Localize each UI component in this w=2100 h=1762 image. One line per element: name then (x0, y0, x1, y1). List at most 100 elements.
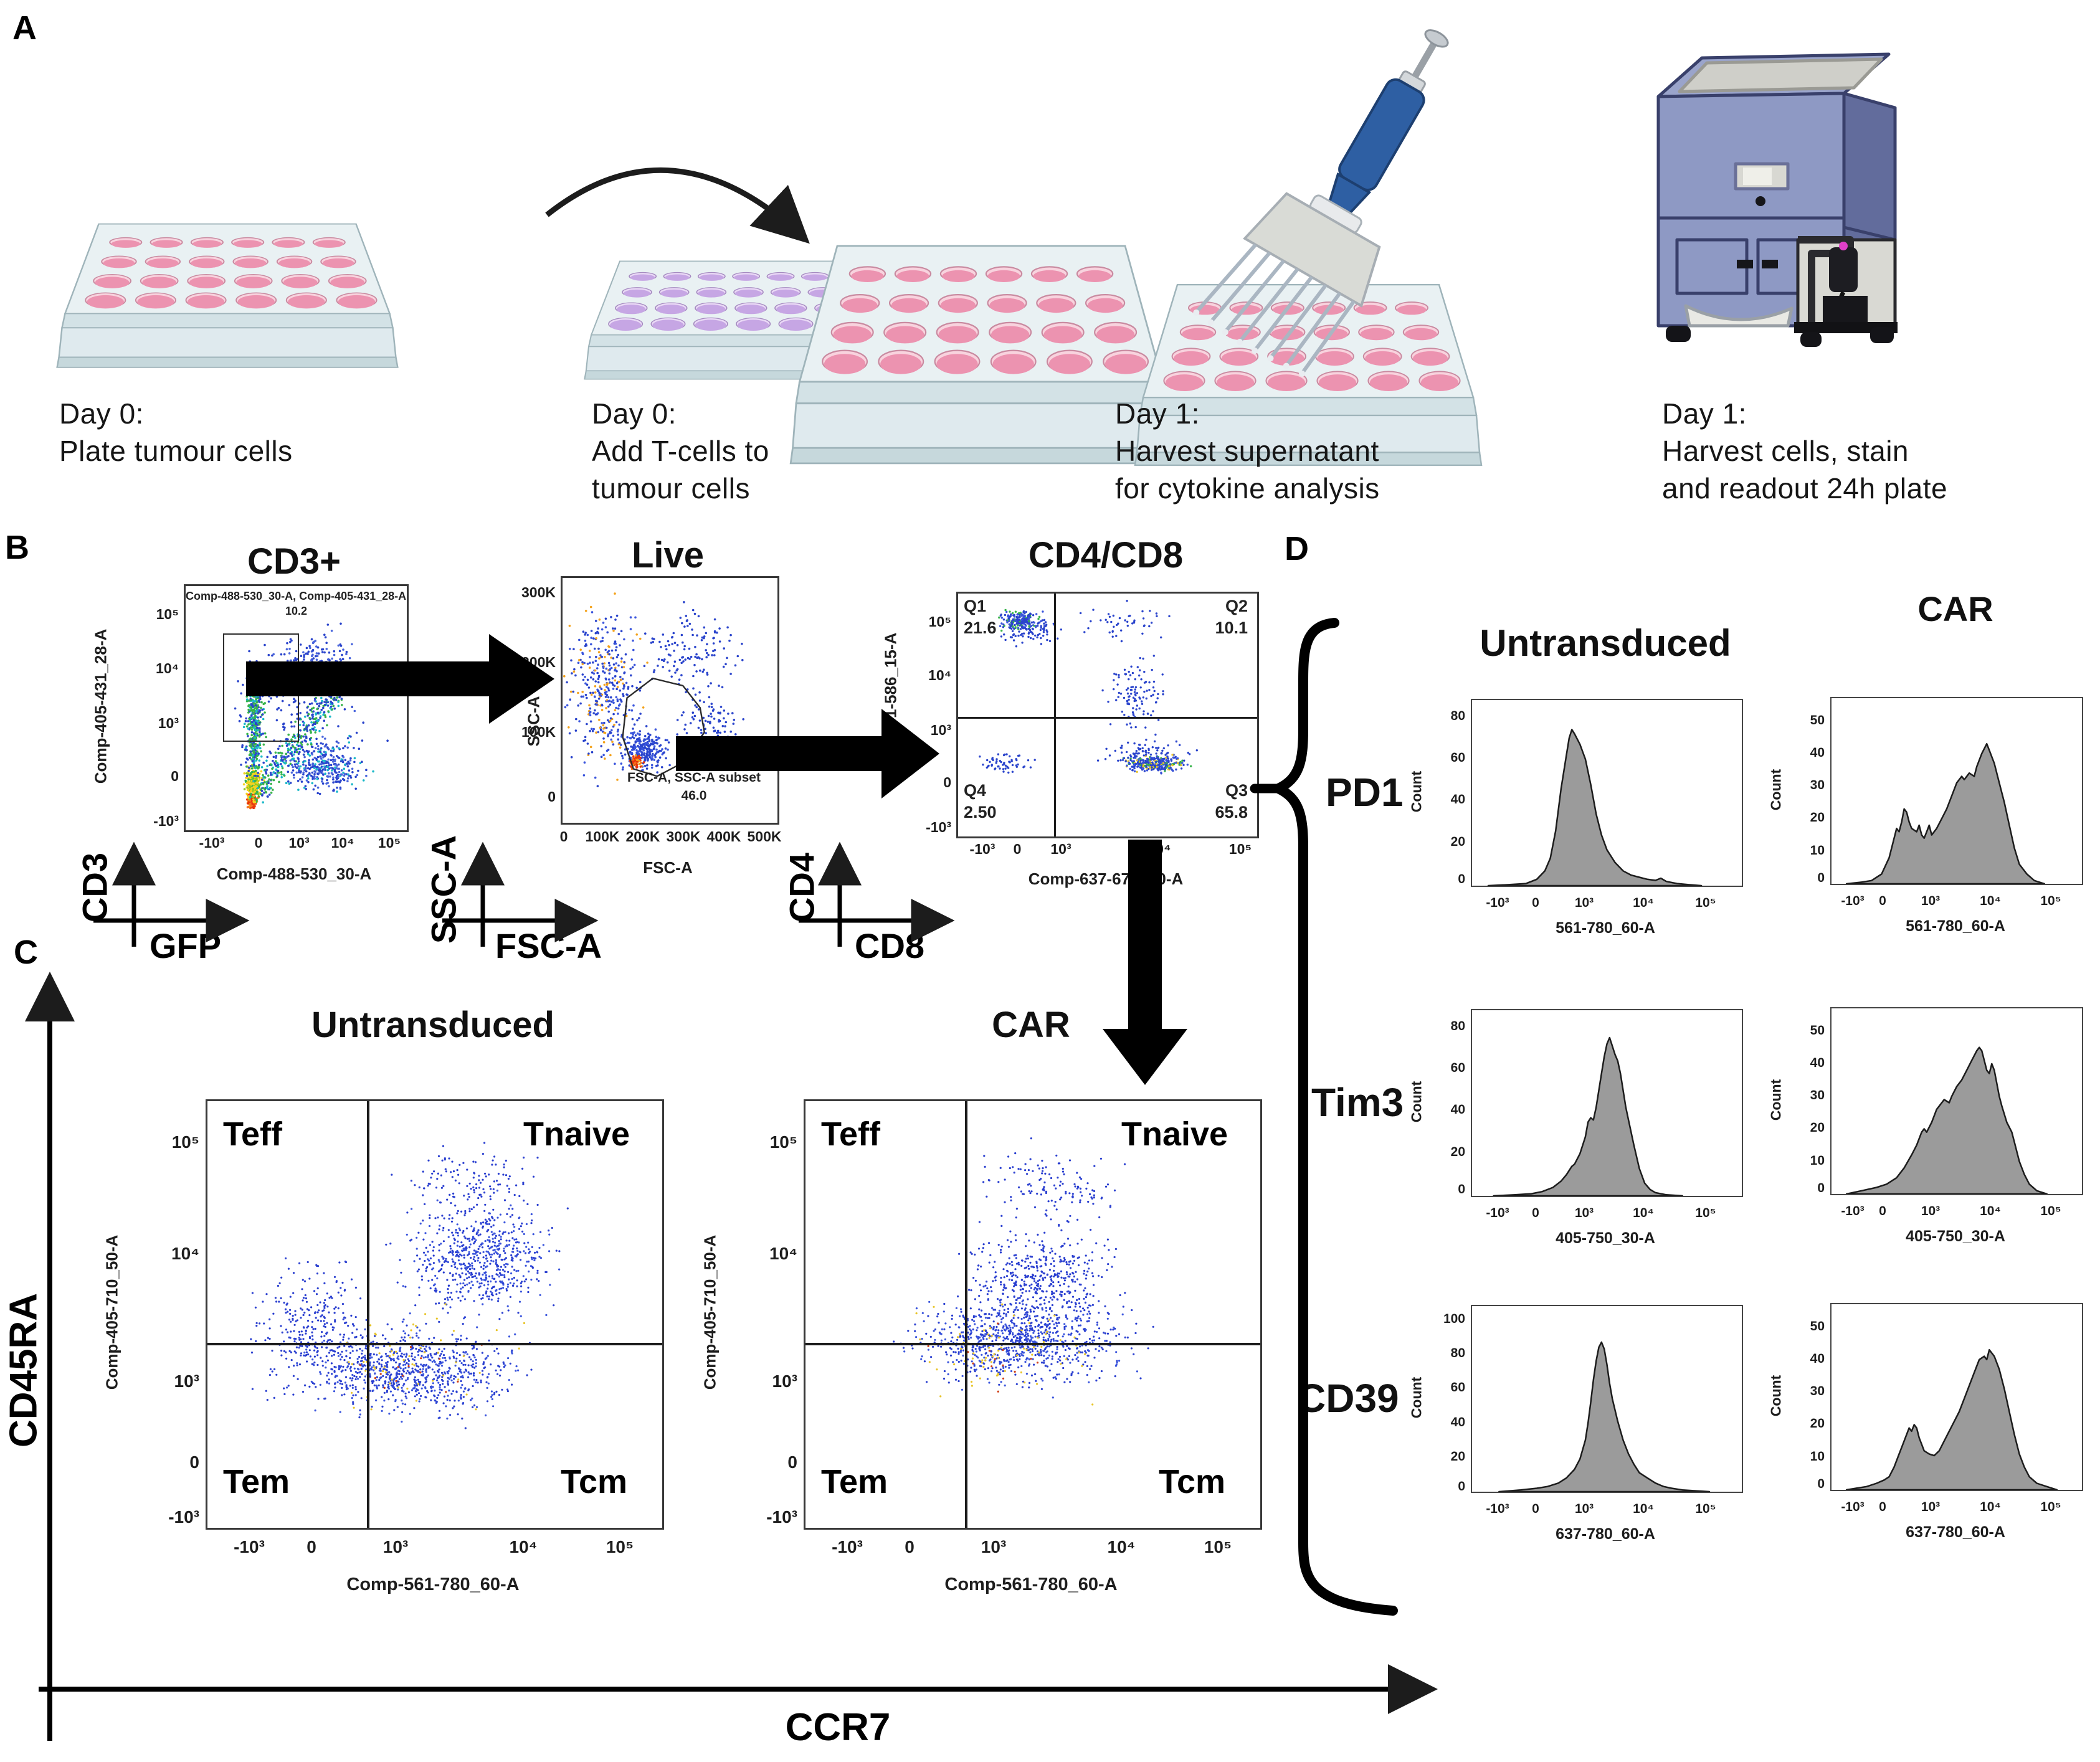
panel-c-label: C (14, 934, 38, 971)
y-tick: 300K (521, 584, 556, 600)
x-tick: 10⁴ (331, 835, 354, 851)
y-tick: -10³ (926, 819, 951, 835)
x-tick: 10⁵ (378, 835, 401, 851)
y-tick: 10³ (158, 715, 179, 731)
ssca-axis-glyph-label: SSC-A (424, 835, 463, 944)
hist-x-axis-label: 405-750_30-A (1906, 1228, 2005, 1245)
x-tick: 10⁴ (1633, 896, 1654, 910)
live-plot-title: Live (631, 535, 705, 575)
ut-y-axis-label: Comp-405-710_50-A (102, 1234, 121, 1390)
quad-label-teff: Teff (821, 1115, 880, 1153)
add-tcells-curved-arrow (545, 167, 810, 244)
y-tick: 0 (548, 789, 556, 805)
quadrant-divider-h (805, 1343, 1260, 1345)
live-fsc-ssc-plot (561, 576, 779, 825)
x-tick: 10⁵ (606, 1537, 634, 1556)
y-tick: 20 (1810, 1120, 1825, 1135)
x-tick: -10³ (1486, 896, 1509, 910)
y-tick: 40 (1450, 792, 1465, 807)
y-tick: 10⁵ (769, 1132, 797, 1152)
histogram-area (1845, 1348, 2058, 1490)
x-tick: 0 (306, 1537, 316, 1556)
y-tick: 100K (521, 724, 556, 740)
step-caption-2: Day 0: Add T-cells to tumour cells (592, 397, 769, 504)
x-tick: 10³ (1574, 1206, 1594, 1220)
x-tick: -10³ (199, 835, 225, 851)
car-x-axis-label: Comp-561-780_60-A (944, 1575, 1118, 1594)
row-label-pd1: PD1 (1326, 770, 1404, 815)
x-tick: 10³ (1921, 1204, 1941, 1218)
x-tick: 10³ (1574, 896, 1594, 910)
y-tick: 50 (1810, 1319, 1825, 1333)
y-tick: 20 (1810, 810, 1825, 825)
x-tick: -10³ (1486, 1206, 1509, 1220)
step-caption-3: Day 1: Harvest supernatant for cytokine … (1115, 397, 1380, 504)
x-tick: -10³ (969, 841, 995, 857)
y-tick: -10³ (153, 813, 179, 829)
count-axis-label: Count (1767, 1375, 1784, 1417)
y-tick: 20 (1810, 1416, 1825, 1431)
x-tick: -10³ (1841, 1204, 1865, 1218)
x-tick: 10⁴ (1980, 1204, 2001, 1218)
y-tick: 10⁴ (769, 1244, 797, 1263)
cd4cd8-scatter (979, 600, 1198, 775)
x-tick: -10³ (1841, 1500, 1865, 1514)
count-axis-label: Count (1408, 770, 1425, 813)
cd3-plot-title: CD3+ (247, 541, 341, 582)
y-tick: -10³ (766, 1507, 797, 1527)
well-plate-illustration-harvest (1134, 283, 1483, 467)
y-tick: 10⁴ (156, 660, 179, 676)
car-plot-title: CAR (992, 1005, 1070, 1045)
quadrant-divider-v (367, 1101, 369, 1528)
x-tick: 10³ (1574, 1502, 1594, 1516)
y-tick: 40 (1450, 1102, 1465, 1117)
y-tick: 0 (189, 1452, 199, 1472)
ut-x-axis-label: Comp-561-780_60-A (346, 1575, 520, 1594)
x-tick: 10⁴ (1980, 1500, 2001, 1514)
x-tick: 0 (559, 828, 568, 845)
quad-label-tcm: Tcm (1159, 1463, 1226, 1500)
x-tick: 200K (625, 828, 660, 845)
cd39-untransduced-histogram (1471, 1305, 1743, 1493)
untransduced-plot-title: Untransduced (311, 1005, 554, 1045)
y-tick: 60 (1450, 1380, 1465, 1395)
y-tick: 40 (1810, 1352, 1825, 1366)
y-tick: 0 (1817, 871, 1825, 885)
y-tick: 50 (1810, 713, 1825, 727)
y-tick: 30 (1810, 778, 1825, 792)
live-gate-label: FSC-A, SSC-A subset (627, 770, 761, 785)
y-tick: 10 (1810, 1449, 1825, 1464)
y-tick: -10³ (168, 1507, 199, 1527)
count-axis-label: Count (1408, 1081, 1425, 1123)
x-tick: 0 (254, 835, 263, 851)
quad-label-tem: Tem (223, 1463, 290, 1500)
tim3-untransduced-histogram (1471, 1009, 1743, 1197)
x-tick: -10³ (234, 1537, 265, 1556)
tmem-car-plot (804, 1099, 1262, 1530)
column-header-car: CAR (1917, 589, 1993, 628)
multichannel-pipette-icon (1193, 29, 1449, 377)
count-axis-label: Count (1408, 1376, 1425, 1419)
y-tick: 0 (171, 768, 179, 784)
tmem-untransduced-plot (206, 1099, 664, 1530)
y-tick: 10⁵ (928, 613, 951, 630)
y-tick: 10 (1810, 1153, 1825, 1168)
y-tick: 10 (1810, 843, 1825, 858)
gfp-axis-glyph-label: GFP (150, 926, 222, 965)
y-tick: 20 (1450, 1449, 1465, 1464)
y-tick: 80 (1450, 709, 1465, 723)
x-tick: 0 (1532, 1206, 1539, 1220)
x-tick: 10⁵ (1228, 841, 1252, 857)
hist-x-axis-label: 637-780_60-A (1906, 1523, 2005, 1541)
y-tick: 0 (1817, 1181, 1825, 1195)
x-tick: 0 (1532, 1502, 1539, 1516)
y-tick: 10⁵ (156, 606, 179, 622)
pd1-untransduced-histogram (1471, 699, 1743, 887)
y-tick: 0 (1458, 1479, 1465, 1494)
quad-label-tem: Tem (821, 1463, 888, 1500)
cd4cd8-x-axis-label: Comp-637-670_30-A (1028, 869, 1184, 888)
fsca-axis-glyph-label: FSC-A (495, 926, 602, 965)
